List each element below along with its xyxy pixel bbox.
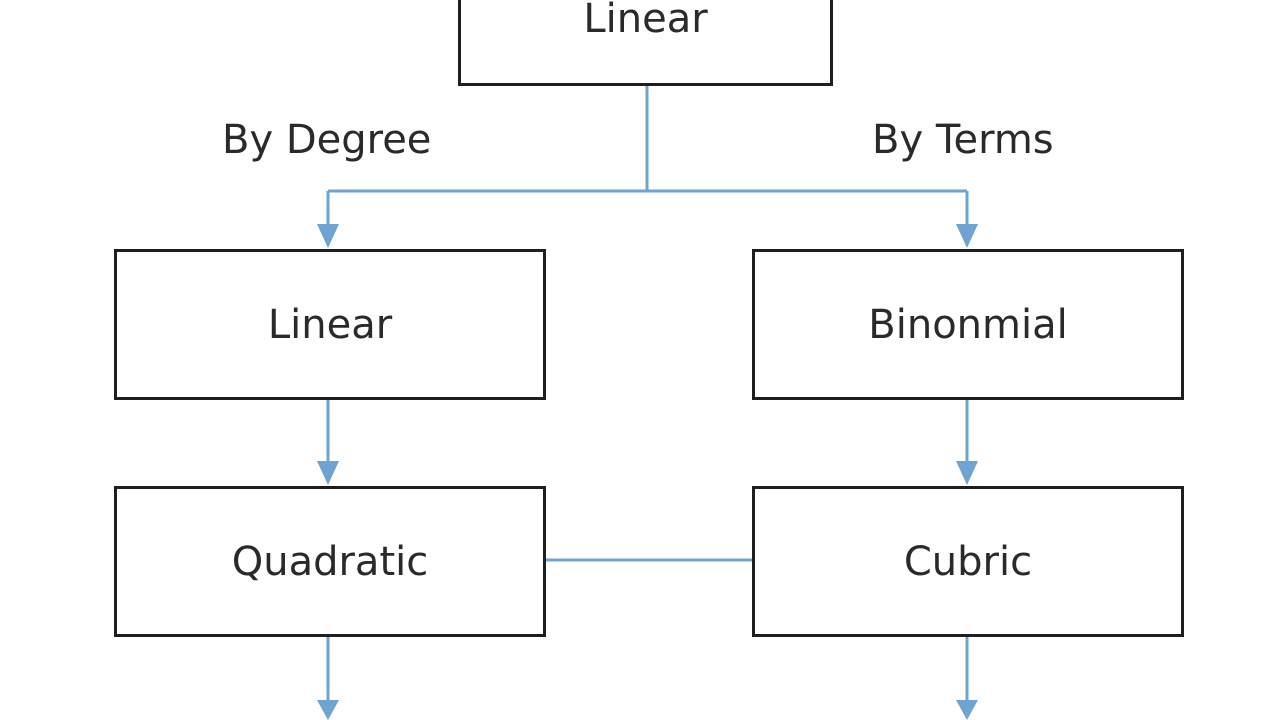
branch-label-by-terms: By Terms [872, 117, 1054, 163]
node-quadratic-label: Quadratic [231, 538, 429, 585]
node-linear: Linear [114, 249, 546, 400]
arrowhead-cubic-down [956, 700, 978, 720]
node-root-linear: Linear [458, 0, 833, 86]
node-cubic: Cubric [752, 486, 1184, 637]
arrowhead-linear [317, 224, 339, 248]
node-root-label: Linear [583, 0, 708, 42]
branch-label-by-degree: By Degree [222, 117, 432, 163]
arrowhead-quadratic [317, 461, 339, 485]
node-linear-label: Linear [267, 301, 393, 348]
arrowhead-cubic [956, 461, 978, 485]
arrowhead-binomial [956, 224, 978, 248]
node-binomial-label: Binonmial [868, 301, 1068, 348]
node-binomial: Binonmial [752, 249, 1184, 400]
node-quadratic: Quadratic [114, 486, 546, 637]
node-cubic-label: Cubric [903, 538, 1033, 585]
arrowhead-quadratic-down [317, 700, 339, 720]
